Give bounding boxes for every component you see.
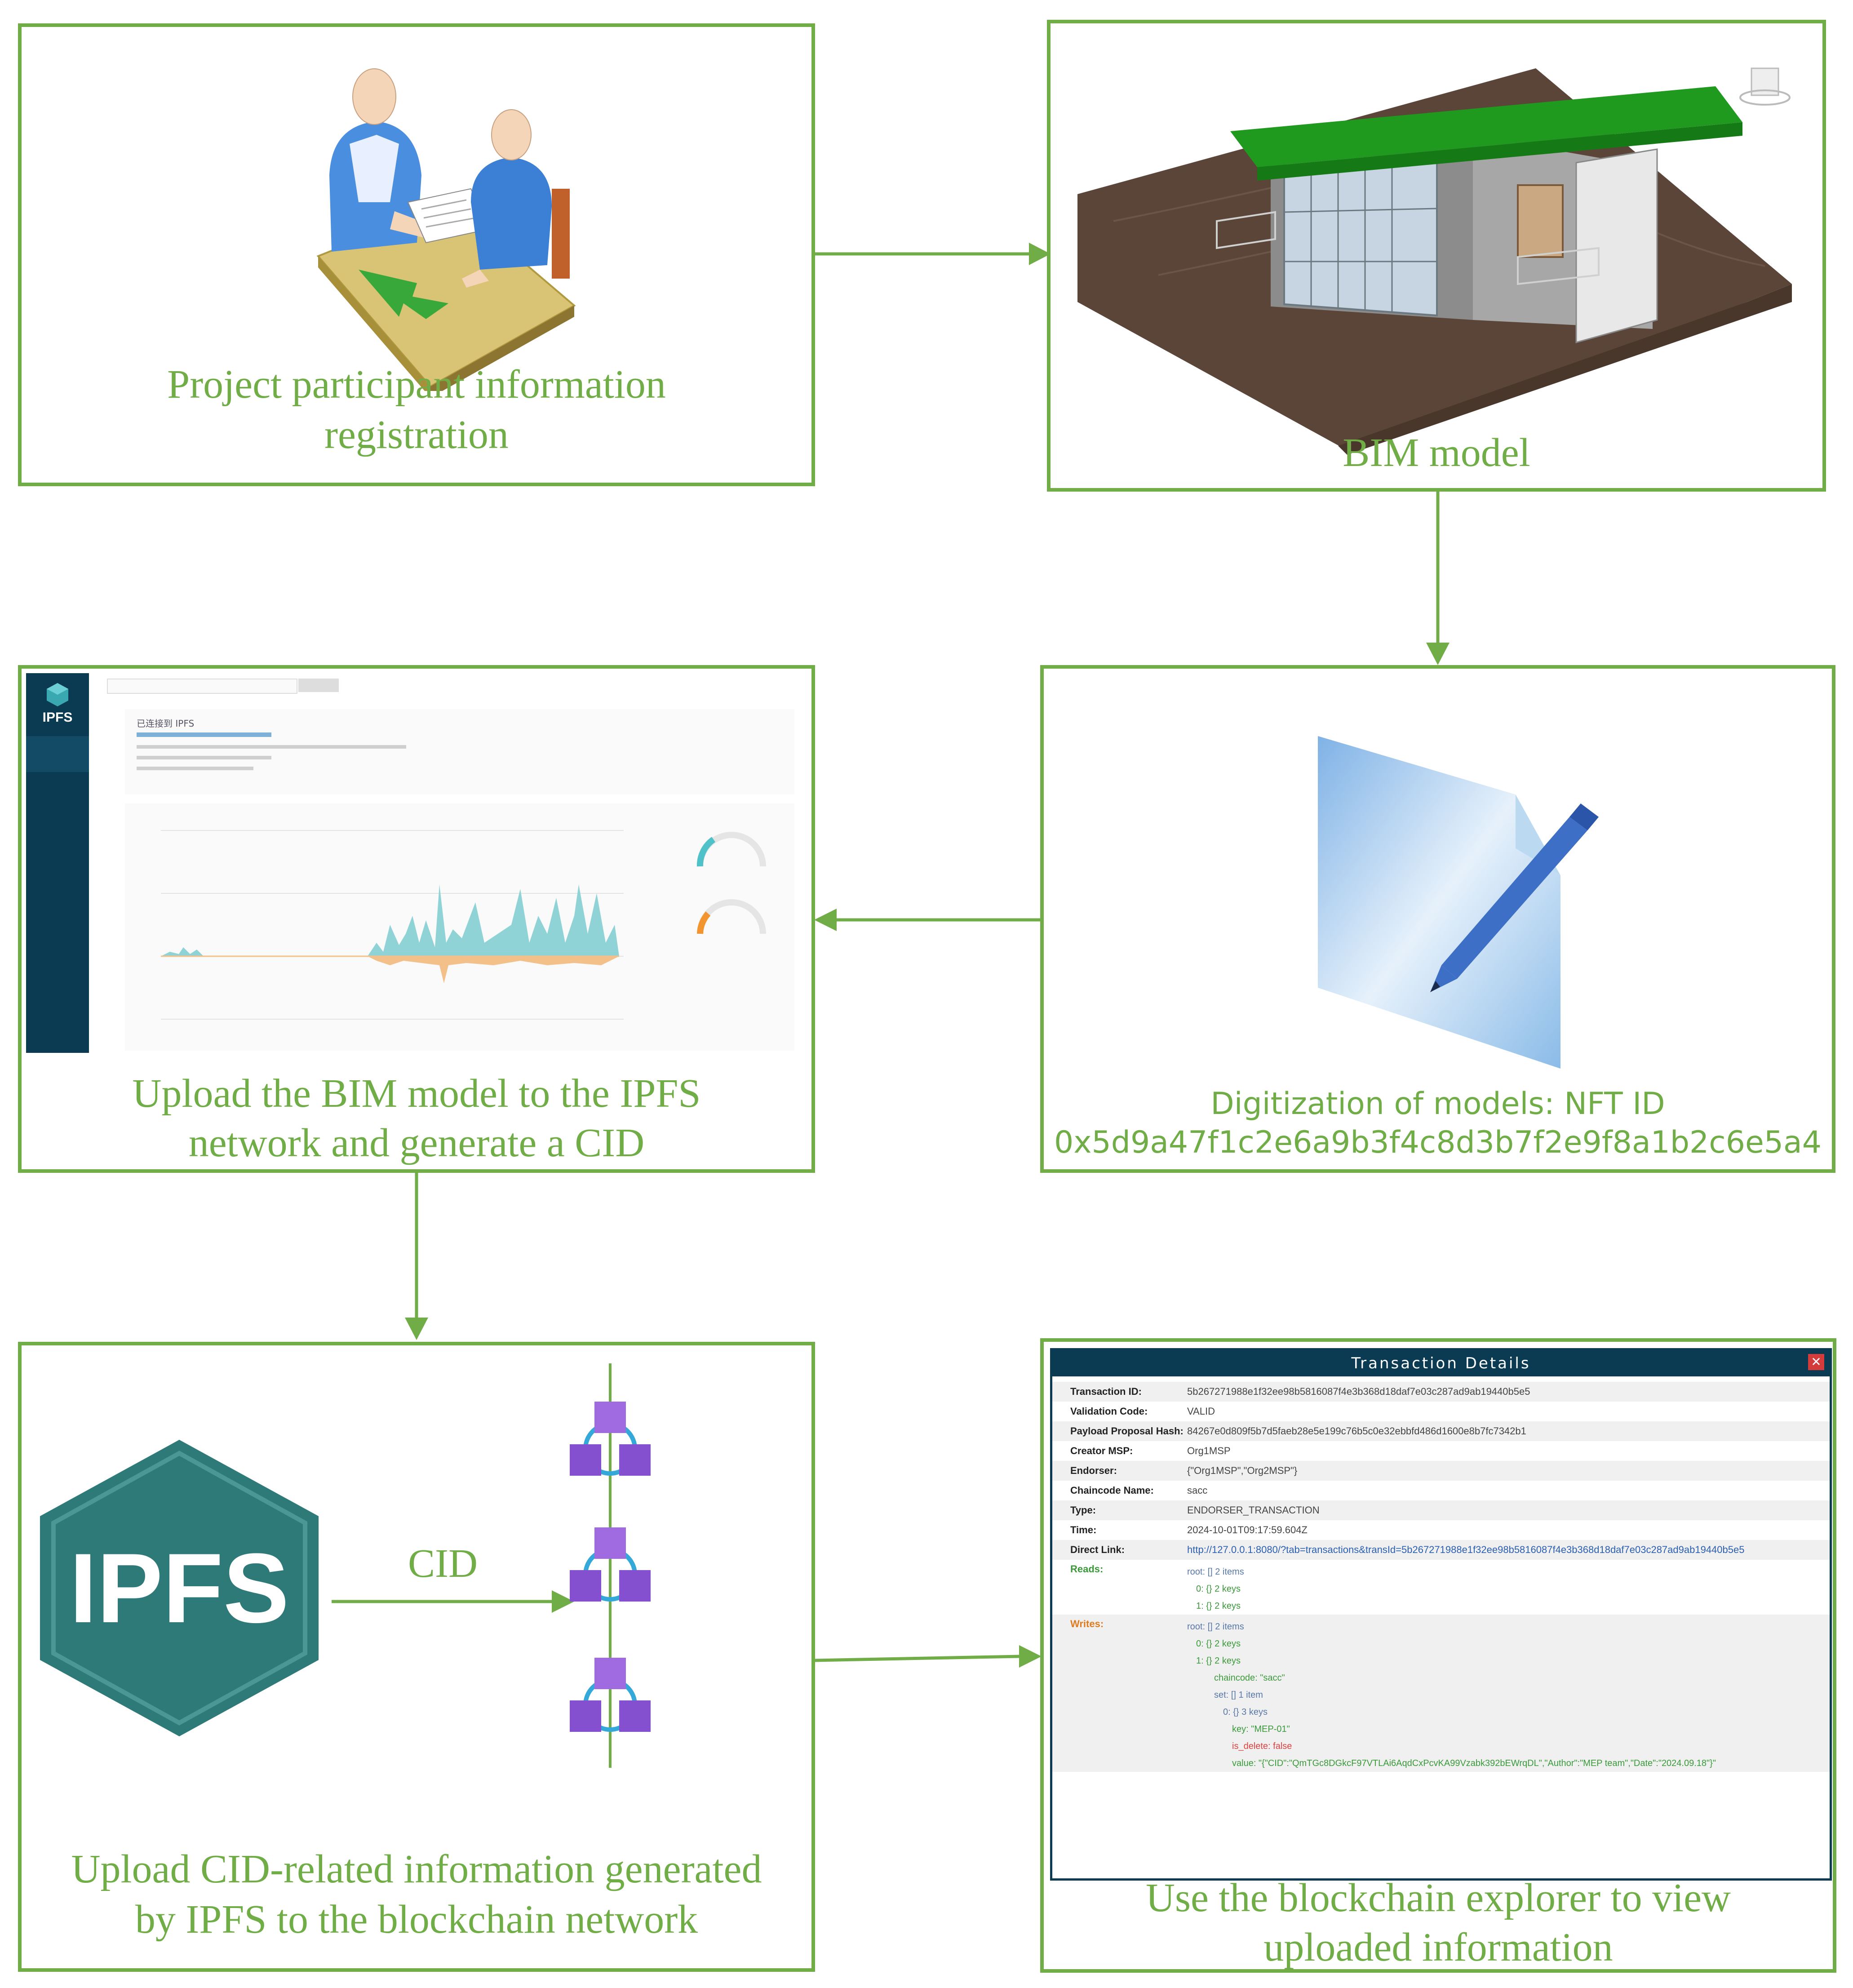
tx-row: Creator MSP: Org1MSP bbox=[1052, 1441, 1830, 1461]
nft-panel: Digitization of models: NFT ID 0x5d9a47f… bbox=[1040, 665, 1835, 1173]
tree-node: value: "{"CID":"QmTGc8DGkcF97VTLAi6AqdCx… bbox=[1232, 1758, 1716, 1768]
tx-key: Endorser: bbox=[1070, 1465, 1117, 1476]
tx-row: Transaction ID: 5b267271988e1f32ee98b5816… bbox=[1052, 1382, 1830, 1402]
tree-node[interactable]: root: [] 2 items bbox=[1187, 1622, 1244, 1632]
registration-caption-line1: Project participant information bbox=[167, 362, 666, 407]
ipfs-browse-button[interactable] bbox=[298, 679, 339, 692]
ipfs-webui-topbar bbox=[93, 679, 803, 694]
tx-value: 2024-10-01T09:17:59.604Z bbox=[1187, 1524, 1308, 1535]
transaction-details-header: Transaction Details ✕ bbox=[1052, 1350, 1830, 1376]
ipfs-webui-nav[interactable] bbox=[26, 736, 89, 772]
blockchain-upload-caption-line2: by IPFS to the blockchain network bbox=[135, 1897, 698, 1942]
writes-tree: root: [] 2 items 0: {} 2 keys 1: {} 2 ke… bbox=[1187, 1618, 1830, 1772]
tree-node[interactable]: 1: {} 2 keys bbox=[1196, 1601, 1241, 1611]
nft-caption-line1: Digitization of models: NFT ID bbox=[1210, 1086, 1665, 1122]
transaction-details-window: Transaction Details ✕ Transaction ID: 5b2… bbox=[1050, 1348, 1832, 1881]
tx-row: Time: 2024-10-01T09:17:59.604Z bbox=[1052, 1520, 1830, 1540]
tx-value[interactable]: http://127.0.0.1:8080/?tab=transactions&… bbox=[1187, 1544, 1745, 1555]
tx-key: Transaction ID: bbox=[1070, 1386, 1142, 1397]
tx-reads-section: Reads: root: [] 2 items 0: {} 2 keys 1: … bbox=[1052, 1560, 1830, 1615]
tx-value: VALID bbox=[1187, 1406, 1215, 1417]
close-icon[interactable]: ✕ bbox=[1808, 1354, 1824, 1370]
ipfs-upload-caption-line1: Upload the BIM model to the IPFS bbox=[132, 1071, 701, 1116]
block-cluster-3 bbox=[570, 1658, 651, 1732]
tx-value: {"Org1MSP","Org2MSP"} bbox=[1187, 1465, 1298, 1476]
ipfs-webui-brand: IPFS bbox=[42, 710, 73, 725]
tx-key: Direct Link: bbox=[1070, 1544, 1125, 1555]
blockchain-nodes-icon bbox=[570, 1363, 651, 1768]
registration-caption-line2: registration bbox=[324, 413, 509, 457]
tx-row: Type: ENDORSER_TRANSACTION bbox=[1052, 1500, 1830, 1520]
ipfs-logo-text: IPFS bbox=[69, 1533, 289, 1643]
ipfs-webui-screenshot: IPFS 已连接到 IPFS bbox=[26, 673, 810, 1053]
tx-value: ENDORSER_TRANSACTION bbox=[1187, 1504, 1320, 1516]
arrowhead-ipfs bbox=[814, 909, 837, 931]
tx-key: Time: bbox=[1070, 1524, 1097, 1535]
tree-node[interactable]: 0: {} 3 keys bbox=[1223, 1707, 1268, 1717]
arrowhead-bim bbox=[1029, 243, 1051, 265]
ipfs-bandwidth-chart bbox=[161, 830, 624, 1020]
blockchain-upload-panel: IPFS CID Upload CID-related information … bbox=[18, 1342, 815, 1972]
bim-caption: BIM model bbox=[1343, 430, 1530, 475]
ipfs-status-card: 已连接到 IPFS bbox=[125, 709, 794, 794]
tree-node: key: "MEP-01" bbox=[1232, 1724, 1290, 1734]
tx-writes-section: Writes: root: [] 2 items 0: {} 2 keys 1:… bbox=[1052, 1615, 1830, 1772]
block-cluster-1 bbox=[570, 1402, 651, 1476]
tree-node[interactable]: 0: {} 2 keys bbox=[1196, 1584, 1241, 1594]
ipfs-status-heading: 已连接到 IPFS bbox=[137, 718, 195, 729]
tx-key: Creator MSP: bbox=[1070, 1445, 1133, 1456]
ipfs-speed-gauges bbox=[696, 832, 766, 934]
tx-row: Chaincode Name: sacc bbox=[1052, 1481, 1830, 1500]
cid-arrow bbox=[332, 1590, 574, 1613]
explorer-caption-line2: uploaded information bbox=[1263, 1925, 1613, 1970]
tx-row: Payload Proposal Hash:84267e0d809f5b7d5f… bbox=[1052, 1421, 1830, 1441]
ipfs-search-input[interactable] bbox=[107, 679, 297, 694]
tx-value: 84267e0d809f5b7d5faeb28e5e199c76b5c0e32e… bbox=[1187, 1425, 1526, 1437]
reads-tree: root: [] 2 items 0: {} 2 keys 1: {} 2 ke… bbox=[1187, 1563, 1830, 1615]
ipfs-cube-icon bbox=[47, 683, 68, 706]
tx-row: Endorser: {"Org1MSP","Org2MSP"} bbox=[1052, 1461, 1830, 1481]
reads-label: Reads: bbox=[1070, 1563, 1104, 1575]
explorer-panel: Transaction Details ✕ Transaction ID: 5b2… bbox=[1040, 1338, 1836, 1973]
ipfs-logo: IPFS bbox=[24, 1435, 334, 1741]
nft-caption-line2: 0x5d9a47f1c2e6a9b3f4c8d3b7f2e9f8a1b2c6e5… bbox=[1054, 1125, 1822, 1160]
tx-key: Chaincode Name: bbox=[1070, 1485, 1154, 1496]
cid-label: CID bbox=[408, 1541, 478, 1586]
tx-row: Direct Link: http://127.0.0.1:8080/?tab=t… bbox=[1052, 1540, 1830, 1560]
ipfs-upload-caption-line2: network and generate a CID bbox=[188, 1121, 645, 1165]
bim-panel: BIM model bbox=[1047, 20, 1826, 492]
block-cluster-2 bbox=[570, 1527, 651, 1602]
bim-house-render bbox=[1077, 67, 1792, 455]
ipfs-bandwidth-card bbox=[125, 803, 794, 1051]
tx-row: Validation Code: VALID bbox=[1052, 1402, 1830, 1421]
transaction-fields: Transaction ID: 5b267271988e1f32ee98b5816… bbox=[1052, 1376, 1830, 1772]
registration-panel: Project participant information registra… bbox=[18, 23, 815, 486]
transaction-details-title: Transaction Details bbox=[1351, 1354, 1531, 1372]
tree-node[interactable]: 1: {} 2 keys bbox=[1196, 1656, 1241, 1666]
writes-label: Writes: bbox=[1070, 1618, 1104, 1629]
blockchain-upload-caption-line1: Upload CID-related information generated bbox=[71, 1847, 762, 1891]
tree-node: is_delete: false bbox=[1232, 1741, 1292, 1751]
document-pen-icon bbox=[1318, 736, 1599, 1069]
tx-key: Payload Proposal Hash: bbox=[1070, 1425, 1184, 1437]
arrowhead-nft bbox=[1426, 643, 1450, 665]
arrowhead-explorer bbox=[1019, 1645, 1042, 1668]
tree-node[interactable]: root: [] 2 items bbox=[1187, 1567, 1244, 1577]
tx-key: Type: bbox=[1070, 1504, 1096, 1516]
tree-node: chaincode: "sacc" bbox=[1214, 1673, 1285, 1683]
ipfs-hexagon-icon bbox=[40, 1440, 319, 1736]
explorer-caption-line1: Use the blockchain explorer to view bbox=[1145, 1876, 1731, 1920]
tx-key: Validation Code: bbox=[1070, 1406, 1148, 1417]
tx-value: Org1MSP bbox=[1187, 1445, 1231, 1456]
tx-value: 5b267271988e1f32ee98b5816087f4e3b368d18d… bbox=[1187, 1386, 1530, 1397]
tree-node[interactable]: set: [] 1 item bbox=[1214, 1690, 1263, 1700]
arrowhead-blockchain bbox=[405, 1318, 428, 1340]
tx-value: sacc bbox=[1187, 1485, 1208, 1496]
tree-node[interactable]: 0: {} 2 keys bbox=[1196, 1639, 1241, 1649]
registration-illustration bbox=[316, 68, 576, 391]
arrow-blockchain-to-explorer bbox=[814, 1655, 1020, 1662]
ipfs-webui-sidebar: IPFS bbox=[26, 673, 89, 1053]
ipfs-upload-panel: IPFS 已连接到 IPFS bbox=[18, 665, 815, 1173]
